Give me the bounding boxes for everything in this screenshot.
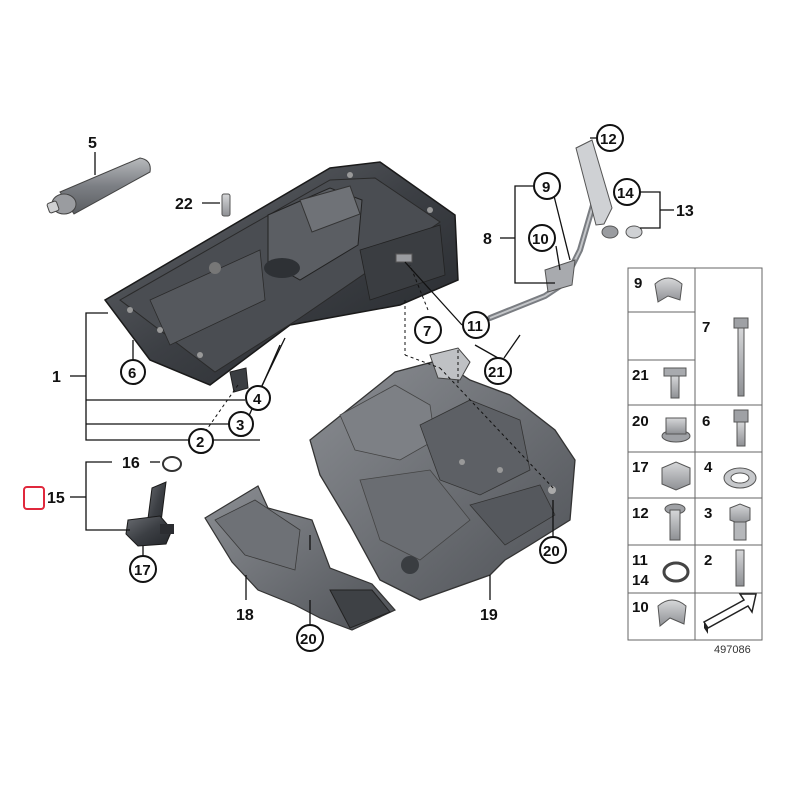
legend-label-12: 12 [632,505,649,522]
callout-21: 21 [488,364,505,381]
clip-icon [654,277,683,303]
callout-19: 19 [480,607,498,624]
callout-11: 11 [467,318,483,335]
dowel-pin [221,193,231,217]
oil-level-sensor [125,456,182,547]
legend-label-4: 4 [704,459,713,476]
legend-label-21: 21 [632,367,649,384]
legend-label-7: 7 [702,319,710,336]
legend-label-6: 6 [702,413,710,430]
callout-13: 13 [676,203,694,220]
callout-20-lower: 20 [300,631,317,648]
clip-small-icon [657,599,687,627]
screw-icon [663,367,687,399]
legend-label-2: 2 [704,552,712,569]
dipstick-tube [395,139,643,321]
legend-label-14: 14 [632,572,649,589]
callout-9: 9 [542,179,550,196]
legend-label-11: 11 [632,552,648,569]
splash-guard-left [204,485,396,631]
fastener-legend: 9 7 21 20 6 17 4 12 [627,267,763,641]
legend-label-17: 17 [632,459,649,476]
callout-4: 4 [253,391,262,408]
direction-arrow-icon [702,593,757,629]
o-ring-icon [662,561,690,583]
highlight-box [23,486,45,510]
diagram-number: 497086 [714,644,751,656]
callout-12: 12 [600,131,617,148]
legend-label-20: 20 [632,413,649,430]
underbody-shield [309,347,576,601]
oil-pan [103,161,459,393]
stud-icon [735,549,745,587]
callout-16: 16 [122,455,140,472]
callout-15: 15 [47,490,65,507]
legend-label-9: 9 [634,275,642,292]
callout-6: 6 [128,365,136,382]
callout-8: 8 [483,231,492,248]
callout-22: 22 [175,196,193,213]
callout-17: 17 [134,562,151,579]
long-bolt-icon [733,317,749,397]
callout-10: 10 [532,231,549,248]
callout-20-right: 20 [543,543,560,560]
legend-label-10: 10 [632,599,649,616]
bolt-icon [733,409,749,447]
callout-14: 14 [617,185,634,202]
callout-7: 7 [423,323,431,340]
drain-plug-icon [729,503,751,541]
legend-label-3: 3 [704,505,712,522]
callout-18: 18 [236,607,254,624]
callout-5: 5 [88,135,97,152]
flange-nut-icon [661,417,691,443]
callout-1: 1 [52,369,61,386]
callout-3: 3 [236,417,244,434]
torx-screw-icon [664,503,686,541]
callout-2: 2 [196,434,204,451]
sealant-tube [46,157,151,215]
hex-nut-icon [661,461,691,491]
